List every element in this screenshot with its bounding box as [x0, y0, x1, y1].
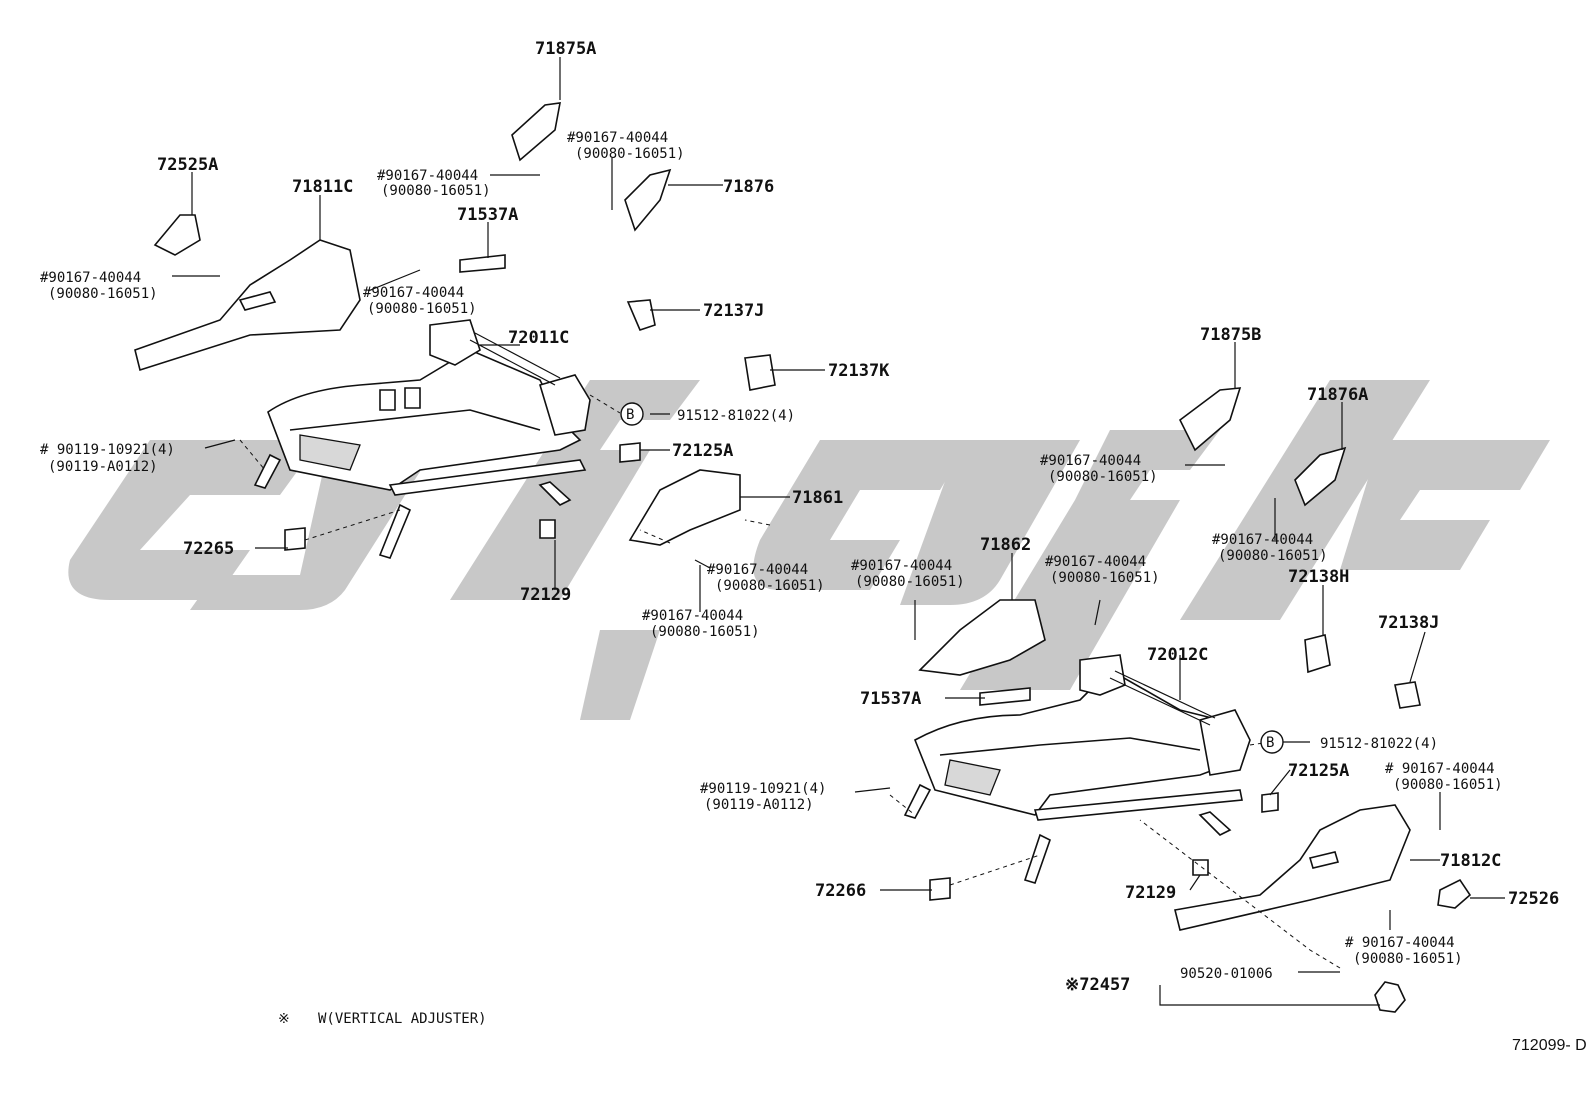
- callout-b-letter: B: [1266, 735, 1274, 751]
- label-72457: ※72457: [1065, 975, 1130, 995]
- screw-label-8b: (90080-16051): [1048, 469, 1158, 485]
- left-seat-frame: [253, 319, 591, 559]
- label-72526: 72526: [1508, 889, 1559, 909]
- footnote: ※ W(VERTICAL ADJUSTER): [278, 1011, 487, 1027]
- screw-label-12a: #90119-10921(4): [700, 781, 826, 797]
- label-72129-left: 72129: [520, 585, 571, 605]
- screw-label-4b: (90080-16051): [367, 301, 477, 317]
- fastener-labels: #90167-40044 (90080-16051) #90167-40044 …: [40, 130, 1503, 967]
- label-72129-right: 72129: [1125, 883, 1176, 903]
- label-71876: 71876: [723, 177, 774, 197]
- screw-label-10a: #90167-40044: [851, 558, 952, 574]
- screw-label-4a: #90167-40044: [363, 285, 464, 301]
- right-callout-b: B: [1260, 730, 1284, 754]
- screw-label-6b: (90080-16051): [715, 578, 825, 594]
- label-72138H: 72138H: [1288, 567, 1349, 587]
- left-callout-b: B: [620, 402, 644, 426]
- label-71861: 71861: [792, 488, 843, 508]
- right-seat-cover: [1174, 804, 1411, 931]
- part-number-labels: 71875A 72525A 71811C 71537A 71876 72137J…: [157, 39, 1559, 995]
- screw-label-3a: #90167-40044: [40, 270, 141, 286]
- footnote-marker: ※: [278, 1011, 290, 1027]
- left-seat-cover: [134, 239, 361, 372]
- label-71875A: 71875A: [535, 39, 596, 59]
- screw-label-6a: #90167-40044: [707, 562, 808, 578]
- screw-label-1b: (90080-16051): [575, 146, 685, 162]
- label-72138J: 72138J: [1378, 613, 1439, 633]
- label-72012C: 72012C: [1147, 645, 1208, 665]
- screw-label-11a: #90167-40044: [1045, 554, 1146, 570]
- label-72125A-right: 72125A: [1288, 761, 1349, 781]
- label-71812C: 71812C: [1440, 851, 1501, 871]
- screw-label-9a: #90167-40044: [1212, 532, 1313, 548]
- screw-label-13b: (90080-16051): [1393, 777, 1503, 793]
- screw-label-14b: (90080-16051): [1353, 951, 1463, 967]
- right-seat-frame: [903, 654, 1251, 884]
- left-leader-lines: [172, 57, 825, 612]
- label-72137K: 72137K: [828, 361, 890, 381]
- screw-label-11b: (90080-16051): [1050, 570, 1160, 586]
- label-91512-left: 91512-81022(4): [677, 408, 795, 424]
- label-72137J: 72137J: [703, 301, 764, 321]
- callout-b-letter: B: [626, 407, 634, 423]
- label-71537A-left: 71537A: [457, 205, 518, 225]
- screw-label-1a: #90167-40044: [567, 130, 668, 146]
- footnote-text: W(VERTICAL ADJUSTER): [318, 1011, 487, 1027]
- right-small-parts: [918, 387, 1472, 1013]
- screw-label-7a: #90167-40044: [642, 608, 743, 624]
- label-72525A: 72525A: [157, 155, 218, 175]
- screw-label-5a: # 90119-10921(4): [40, 442, 175, 458]
- left-small-parts: [153, 102, 776, 551]
- figure-id: 712099- D: [1512, 1037, 1587, 1054]
- screw-label-9b: (90080-16051): [1218, 548, 1328, 564]
- screw-label-8a: #90167-40044: [1040, 453, 1141, 469]
- label-71876A: 71876A: [1307, 385, 1368, 405]
- label-91512-right: 91512-81022(4): [1320, 736, 1438, 752]
- label-71875B: 71875B: [1200, 325, 1261, 345]
- label-72266: 72266: [815, 881, 866, 901]
- screw-label-7b: (90080-16051): [650, 624, 760, 640]
- label-72265: 72265: [183, 539, 234, 559]
- label-72011C: 72011C: [508, 328, 569, 348]
- screw-label-14a: # 90167-40044: [1345, 935, 1455, 951]
- label-90520: 90520-01006: [1180, 966, 1273, 982]
- screw-label-2a: #90167-40044: [377, 168, 478, 184]
- right-leader-lines: [854, 342, 1505, 1006]
- screw-label-12b: (90119-A0112): [704, 797, 814, 813]
- screw-label-2b: (90080-16051): [381, 183, 491, 199]
- screw-label-13a: # 90167-40044: [1385, 761, 1495, 777]
- label-72125A-left: 72125A: [672, 441, 733, 461]
- label-71862: 71862: [980, 535, 1031, 555]
- screw-label-10b: (90080-16051): [855, 574, 965, 590]
- screw-label-3b: (90080-16051): [48, 286, 158, 302]
- label-71811C: 71811C: [292, 177, 353, 197]
- label-71537A-right: 71537A: [860, 689, 921, 709]
- screw-label-5b: (90119-A0112): [48, 459, 158, 475]
